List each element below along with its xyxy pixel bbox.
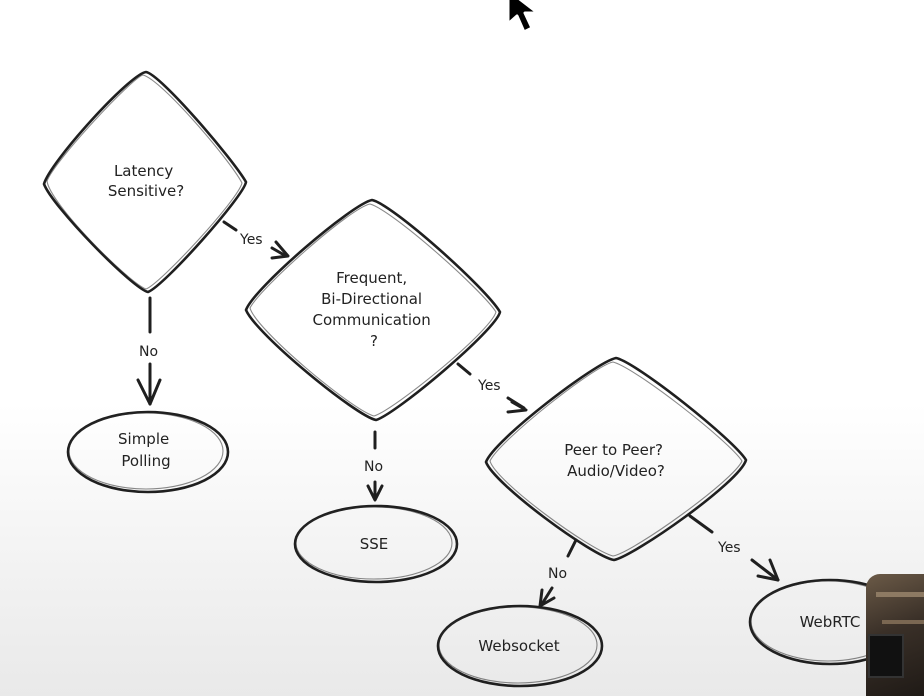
decision-peer-to-peer: Peer to Peer? Audio/Video? bbox=[484, 356, 748, 562]
edge-latency-yes-label: Yes bbox=[239, 232, 263, 248]
edge-frequent-yes-label: Yes bbox=[477, 378, 501, 394]
outcome-webrtc-label: WebRTC bbox=[800, 613, 861, 631]
edge-peer-no-label: No bbox=[548, 566, 567, 582]
webcam-background-shelf bbox=[876, 592, 924, 597]
outcome-sse: SSE bbox=[293, 504, 459, 584]
edge-latency-no-label: No bbox=[139, 344, 158, 360]
edge-peer-no: No bbox=[538, 538, 578, 608]
outcome-simple-polling: Simple Polling bbox=[66, 410, 230, 494]
svg-text:Frequent, Bi-Direction: Frequent, Bi-Directional Communication ? bbox=[312, 269, 435, 350]
webcam-monitor bbox=[868, 634, 904, 678]
svg-text:Simple Polling: Simple Polling bbox=[118, 430, 174, 470]
outcome-sse-label: SSE bbox=[360, 535, 389, 553]
decision-bidir-line-2: Bi-Directional bbox=[321, 290, 422, 308]
presenter-webcam bbox=[866, 574, 924, 696]
outcome-polling-line-1: Simple bbox=[118, 430, 169, 448]
decision-peer-line-2: Audio/Video? bbox=[567, 462, 665, 480]
decision-latency-line-1: Latency bbox=[114, 162, 173, 180]
edge-latency-no: No bbox=[136, 296, 162, 406]
decision-latency-sensitive: Latency Sensitive? bbox=[42, 70, 248, 294]
decision-bidirectional: Frequent, Bi-Directional Communication ? bbox=[244, 198, 502, 422]
decision-bidir-line-4: ? bbox=[370, 332, 378, 350]
outcome-websocket: Websocket bbox=[436, 604, 604, 688]
edge-peer-yes-label: Yes bbox=[717, 540, 741, 556]
edge-frequent-no: No bbox=[364, 430, 384, 502]
edge-peer-yes: Yes bbox=[688, 514, 780, 582]
svg-text:Peer to Peer? Audio/Vi: Peer to Peer? Audio/Video? bbox=[564, 441, 668, 480]
decision-peer-line-1: Peer to Peer? bbox=[564, 441, 663, 459]
svg-text:Latency Sensitive?: Latency Sensitive? bbox=[108, 162, 184, 200]
outcome-polling-line-2: Polling bbox=[121, 452, 170, 470]
decision-latency-line-2: Sensitive? bbox=[108, 182, 184, 200]
edge-latency-yes: Yes bbox=[222, 220, 290, 260]
decision-bidir-line-3: Communication bbox=[312, 311, 430, 329]
webcam-background-shelf bbox=[882, 620, 924, 624]
arrow-cursor-icon bbox=[506, 0, 540, 34]
decision-bidir-line-1: Frequent, bbox=[336, 269, 407, 287]
edge-frequent-no-label: No bbox=[364, 459, 383, 475]
outcome-websocket-label: Websocket bbox=[478, 637, 559, 655]
edge-frequent-yes: Yes bbox=[456, 362, 528, 414]
